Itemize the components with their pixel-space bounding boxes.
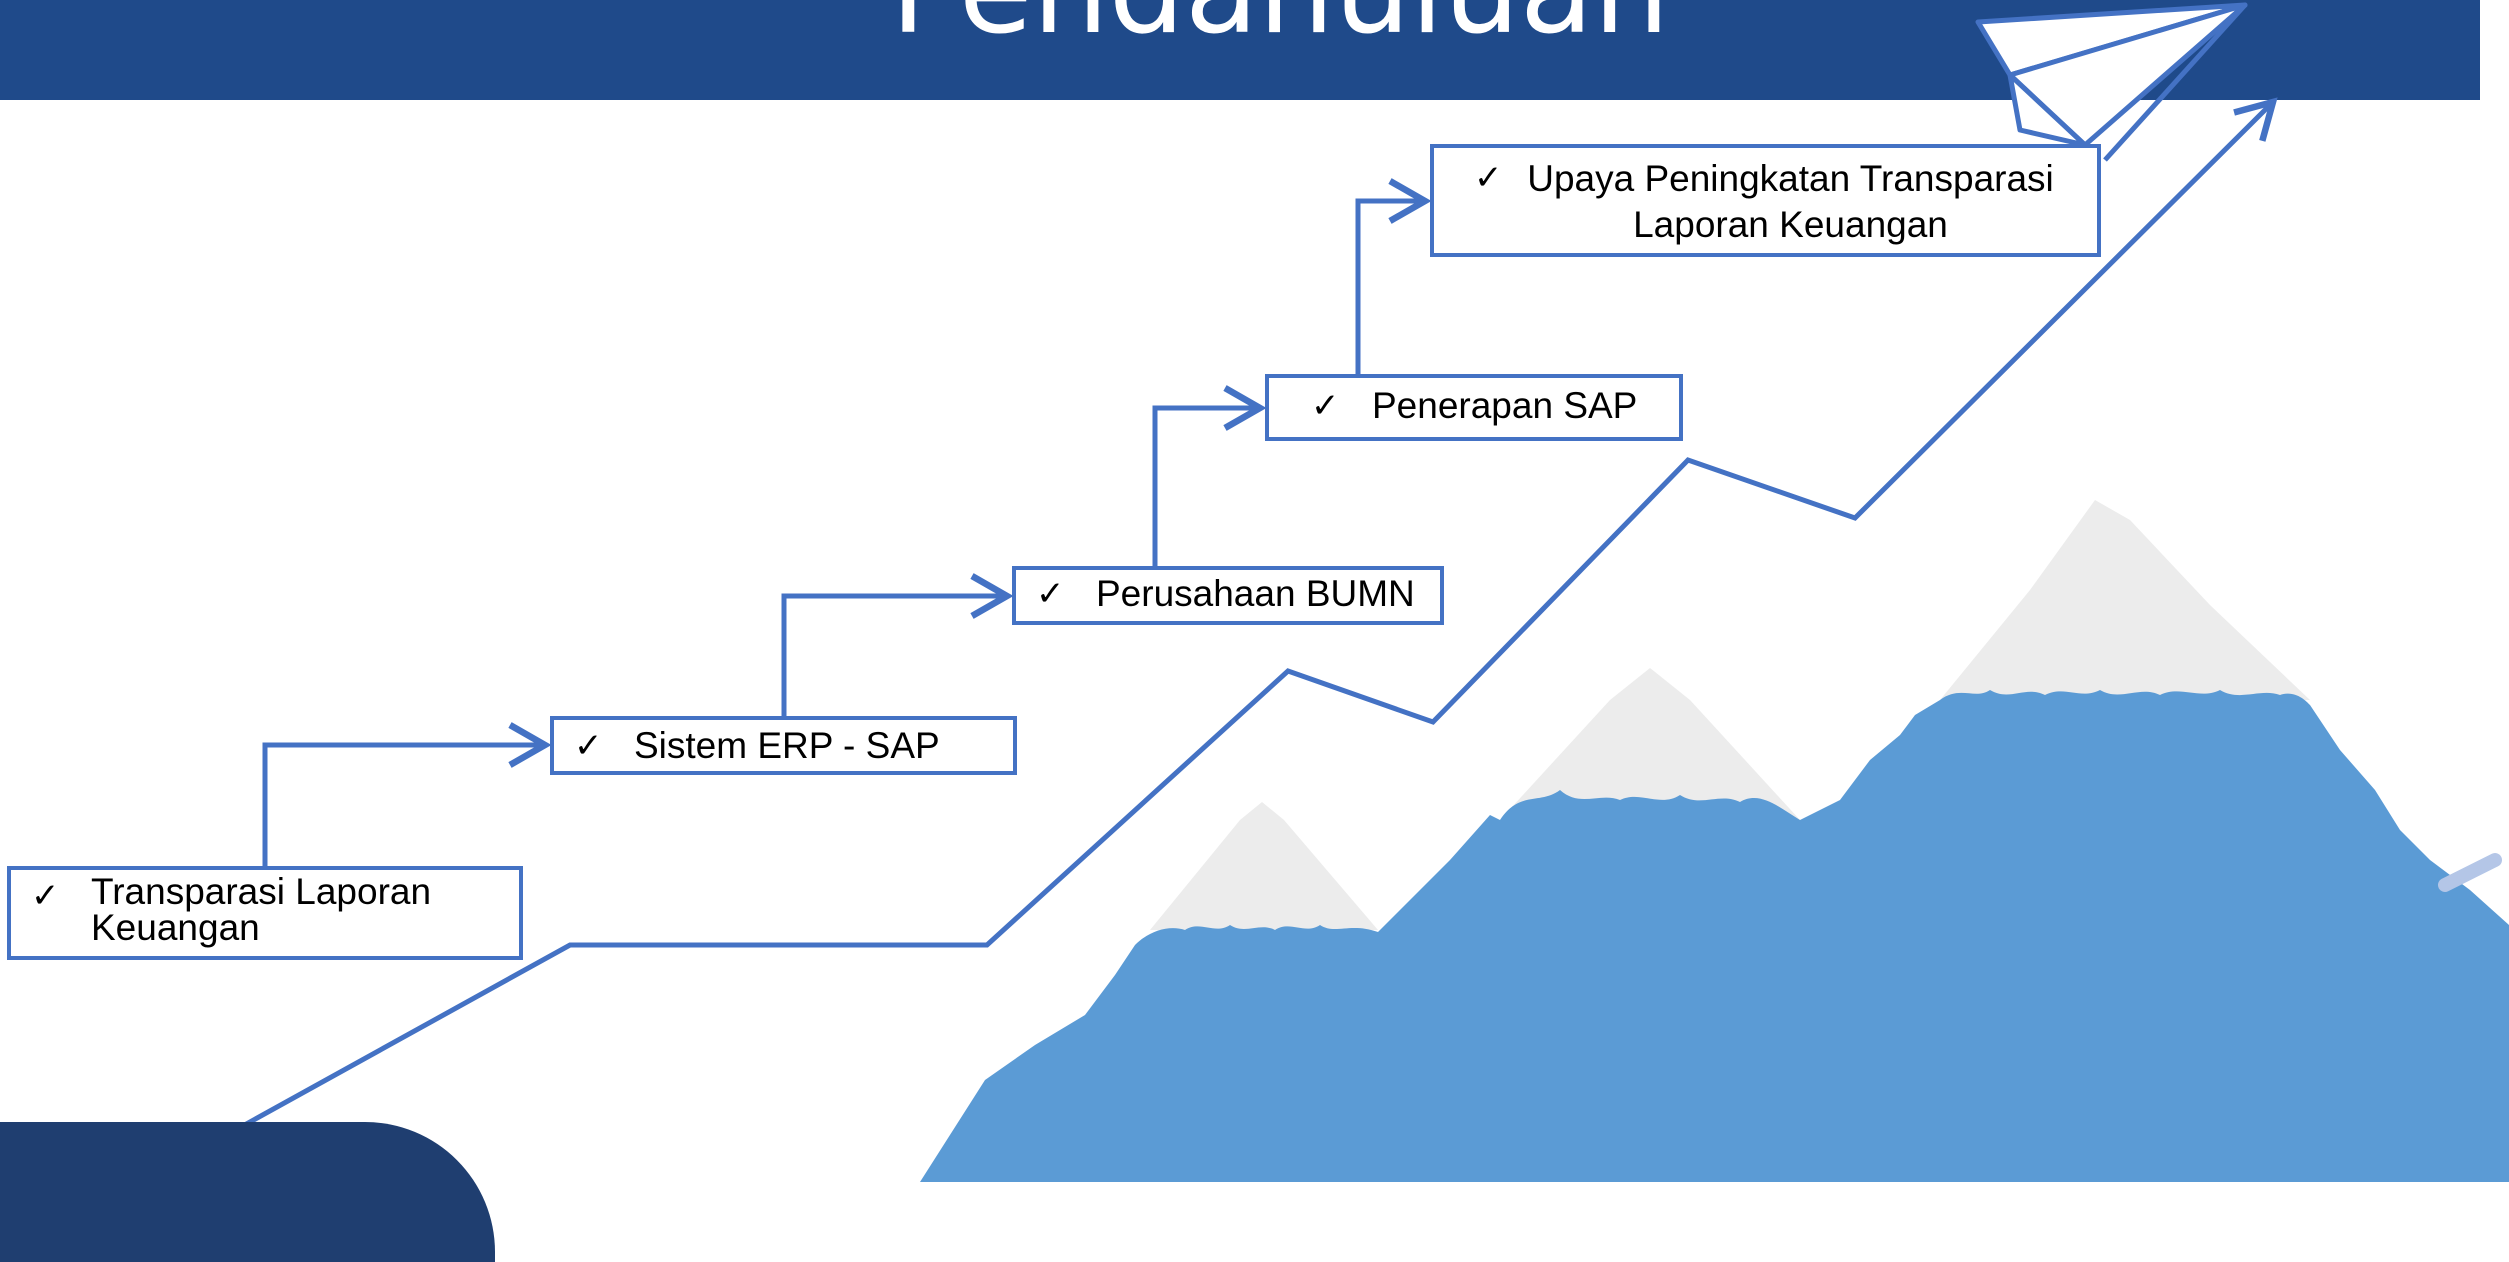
mountain-snow-middle bbox=[1500, 668, 1800, 820]
step-connectors bbox=[262, 178, 1432, 866]
connector-3-4 bbox=[1152, 385, 1267, 566]
checkmark-icon: ✓ bbox=[1474, 158, 1503, 198]
mountain-illustration bbox=[920, 500, 2509, 1182]
step-box-penerapan-sap: ✓ Penerapan SAP bbox=[1265, 374, 1683, 441]
logo-badge bbox=[0, 1122, 495, 1262]
mountain-snow-left bbox=[1150, 802, 1378, 930]
step-label: Penerapan SAP bbox=[1372, 385, 1638, 426]
checkmark-icon: ✓ bbox=[1311, 386, 1340, 426]
checkmark-icon: ✓ bbox=[1036, 574, 1065, 614]
step-box-upaya-peningkatan: ✓ Upaya Peningkatan Transparasi Laporan … bbox=[1430, 144, 2101, 257]
step-box-transparasi-laporan-keuangan: ✓ Transparasi Laporan Keuangan bbox=[7, 866, 523, 960]
step-box-sistem-erp-sap: ✓ Sistem ERP - SAP bbox=[550, 716, 1017, 775]
step-box-perusahaan-bumn: ✓ Perusahaan BUMN bbox=[1012, 566, 1444, 625]
checkmark-icon: ✓ bbox=[574, 726, 603, 766]
checkmark-icon: ✓ bbox=[31, 876, 60, 916]
step-label: Upaya Peningkatan Transparasi Laporan Ke… bbox=[1527, 158, 2054, 245]
growth-line-arrow bbox=[201, 97, 2278, 1151]
connector-1-2 bbox=[262, 722, 552, 866]
connector-4-5 bbox=[1355, 178, 1432, 374]
connector-2-3 bbox=[781, 573, 1014, 716]
paper-plane-icon bbox=[1975, 2, 2248, 162]
step-label: Perusahaan BUMN bbox=[1096, 573, 1415, 614]
decorative-streak bbox=[2438, 853, 2502, 892]
page-title: Pendahuluan bbox=[0, 0, 2480, 62]
mountain-body bbox=[920, 690, 2509, 1182]
step-label: Sistem ERP - SAP bbox=[634, 725, 940, 766]
diagram-canvas bbox=[201, 2, 2509, 1182]
mountain-snow-right bbox=[1940, 500, 2310, 700]
step-label: Transparasi Laporan Keuangan bbox=[91, 871, 432, 948]
